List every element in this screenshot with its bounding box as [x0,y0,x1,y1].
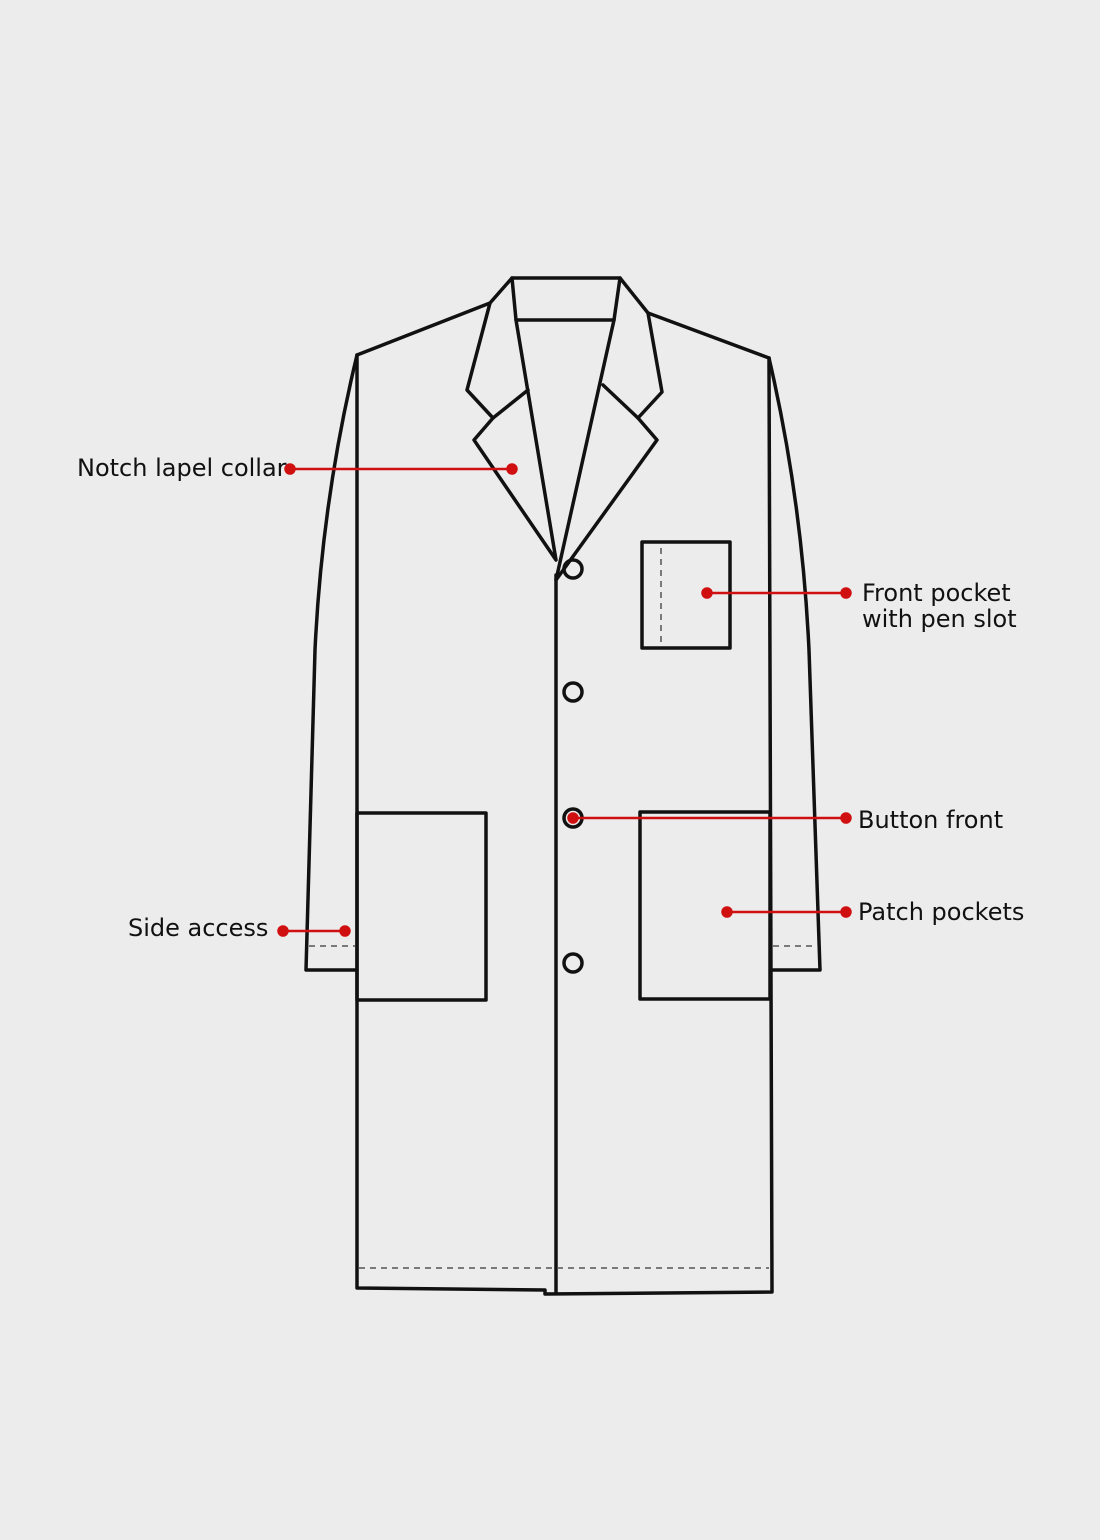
collar-stand [510,276,622,322]
patch-pocket-left [355,811,488,1002]
label-button-front: Button front [858,807,1003,833]
label-notch-lapel-collar: Notch lapel collar [77,455,287,481]
shoulder-left [355,276,771,360]
lapel-left-notch [491,388,530,420]
label-patch-pockets-text: Patch pockets [858,898,1025,926]
button-2 [562,681,584,703]
sleeve-right [767,356,822,972]
label-front-pocket-line1: Front pocket [862,579,1011,607]
label-front-pocket: Front pocket with pen slot [862,580,1017,632]
chest-pocket [640,540,732,650]
label-side-access: Side access [128,915,268,941]
label-patch-pockets: Patch pockets [858,899,1024,925]
sleeve-left [304,353,359,972]
label-front-pocket-line2: with pen slot [862,605,1017,633]
callout-button-front-line [567,812,852,824]
label-notch-lapel-collar-text: Notch lapel collar [77,454,287,482]
label-button-front-text: Button front [858,806,1004,834]
callout-patch-pockets-line [721,906,852,918]
label-side-access-text: Side access [128,914,269,942]
lapel-right [554,311,664,582]
callout-front-pocket-line [701,587,852,599]
lapel-right-notch [601,383,640,420]
button-4 [562,952,584,974]
coat-body-outline [355,353,774,1296]
patch-pocket-right [638,810,772,1001]
callout-side-access-line [277,925,351,937]
callout-collar-line [284,463,518,475]
button-1 [562,558,584,580]
lapel-left [465,301,558,562]
